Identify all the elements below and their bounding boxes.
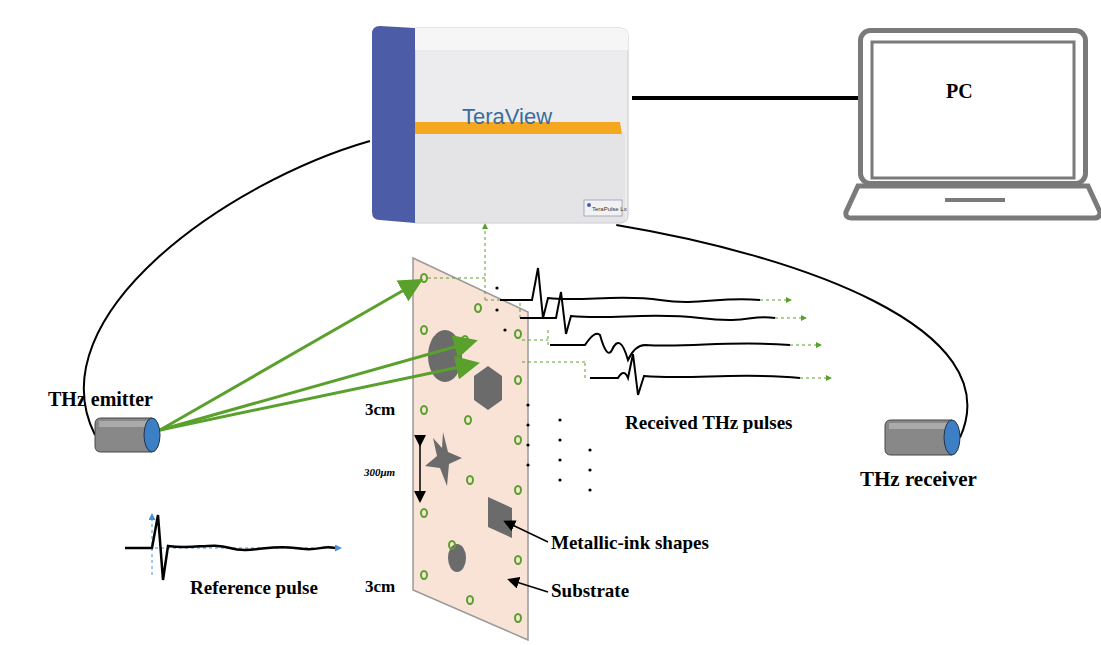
dimension-label: 300μm [364, 466, 395, 478]
laptop-base [846, 186, 1100, 218]
thz-beams [160, 282, 474, 430]
received-pulses [500, 268, 800, 395]
brand-name: TeraView [462, 104, 552, 130]
projection-lines [428, 225, 830, 378]
leader-arrow [510, 580, 548, 592]
dimension-label: 3cm [365, 577, 395, 597]
square-shape [488, 497, 512, 538]
leader-arrow [506, 522, 548, 542]
hexagon-shape [474, 366, 502, 410]
model-name: TeraPulse Lx [592, 206, 627, 212]
dimension-arrow [419, 444, 421, 500]
annotation: Substrate [551, 580, 629, 602]
substrate-plate [413, 258, 528, 640]
laptop-screen-outline [858, 28, 1088, 186]
continuation-dots [495, 286, 591, 491]
star-shape [425, 432, 462, 486]
laptop-trackpad [945, 198, 1005, 202]
circle-shape [428, 330, 462, 382]
emitter-cylinder-outline [95, 418, 160, 452]
alignment-rings [421, 274, 521, 622]
annotation: Received THz pulses [625, 412, 792, 434]
dimension-label: 3cm [365, 400, 395, 420]
reference-pulse [125, 515, 340, 580]
device-label: THz emitter [48, 388, 153, 411]
cable-connector [616, 225, 967, 438]
device-label: THz receiver [860, 467, 977, 492]
annotation: Metallic-ink shapes [551, 532, 709, 554]
thz-spectrometer: TeraViewTeraPulse Lx [370, 20, 632, 225]
laptop-screen: PC [858, 28, 1088, 186]
receiver-cylinder-outline [885, 420, 960, 455]
emitter-cylinder: THz emitter [95, 418, 160, 452]
pc-label: PC [946, 80, 973, 103]
receiver-cylinder: THz receiver [885, 420, 960, 455]
annotation: Reference pulse [190, 577, 318, 599]
cable-connector [632, 96, 858, 100]
